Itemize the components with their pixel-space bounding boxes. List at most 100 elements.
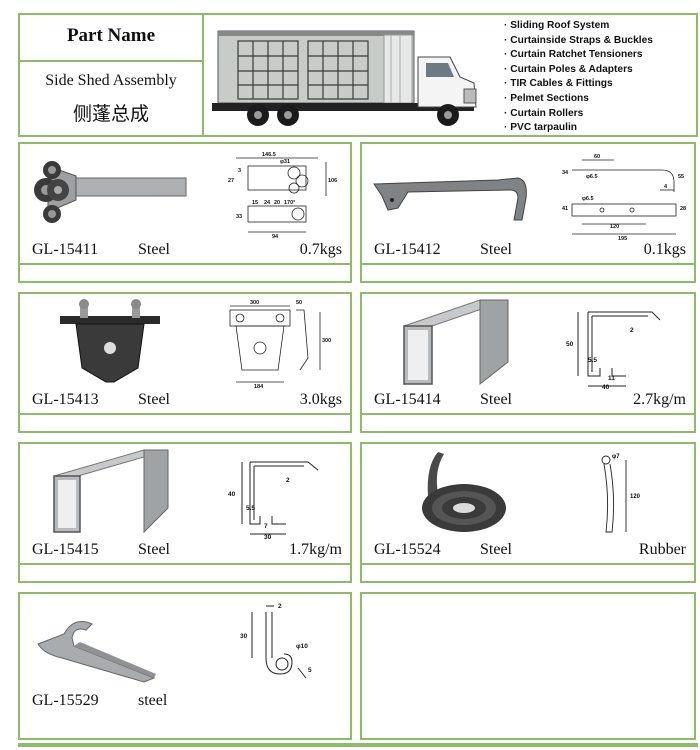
dim-label: 30 xyxy=(264,534,272,540)
part-card-gl-15413: 300 50 300 184 GL-15413 Steel 3.0kgs xyxy=(18,292,352,433)
part-label-row: GL-15412 Steel 0.1kgs xyxy=(362,241,694,263)
part-card-gl-15524: φ7 120 GL-15524 Steel Rubber xyxy=(360,442,696,583)
part-code: GL-15524 xyxy=(374,541,441,558)
part-code: GL-15415 xyxy=(32,541,99,558)
card-divider xyxy=(20,563,350,565)
card-divider xyxy=(20,413,350,415)
part-weight: Rubber xyxy=(638,541,686,558)
part-label-row: GL-15411 Steel 0.7kgs xyxy=(20,241,350,263)
part-name-title: Part Name xyxy=(66,25,156,46)
dim-label: 120 xyxy=(610,224,619,230)
part-card-gl-15414: 50 2 5.5 11 40 GL-15414 Steel 2.7kg/m xyxy=(360,292,696,433)
dim-label: 5.5 xyxy=(588,357,597,364)
dim-label: 15 xyxy=(252,200,258,206)
feature-item: Curtain Ratchet Tensioners xyxy=(504,48,653,63)
dim-label: 24 xyxy=(264,200,271,206)
part-code: GL-15414 xyxy=(374,391,441,408)
feature-item: TIR Cables & Fittings xyxy=(504,77,653,92)
feature-item: Curtain Rollers xyxy=(504,107,653,122)
part-material: Steel xyxy=(480,391,512,408)
dim-label: 33 xyxy=(236,214,242,220)
gl-15411-technical-drawing: 146.5 φ31 3 27 106 15 24 20 170° 33 94 xyxy=(228,152,337,240)
part-card-gl-15529: 2 30 φ10 5 GL-15529 steel xyxy=(18,592,352,740)
hook-rail-profile-photo xyxy=(37,621,156,683)
dim-label: 170° xyxy=(284,200,295,206)
dim-label: 34 xyxy=(562,170,569,176)
card-divider xyxy=(362,263,694,265)
dim-label: 106 xyxy=(328,178,337,184)
card-divider xyxy=(362,563,694,565)
card-divider xyxy=(20,263,350,265)
dim-label: 50 xyxy=(296,300,302,306)
part-weight: 3.0kgs xyxy=(299,391,342,408)
dim-label: 41 xyxy=(562,206,568,212)
dim-label: 60 xyxy=(594,154,600,160)
dim-label: 40 xyxy=(228,491,236,498)
dim-label: 20 xyxy=(274,200,280,206)
part-code: GL-15529 xyxy=(32,692,99,709)
feature-list: Sliding Roof System Curtainside Straps &… xyxy=(504,19,653,136)
dim-label: φ7 xyxy=(612,454,620,460)
dim-label: 120 xyxy=(630,494,641,500)
dim-label: 40 xyxy=(602,384,610,390)
part-weight: 2.7kg/m xyxy=(633,391,686,408)
channel-profile-50-photo xyxy=(403,299,509,386)
dim-label: 7 xyxy=(264,523,268,530)
dim-label: 55 xyxy=(678,174,684,180)
dim-label: 3 xyxy=(238,168,241,174)
header-panel: Part Name Side Shed Assembly 侧蓬总成 xyxy=(18,13,698,137)
part-label-row: GL-15524 Steel Rubber xyxy=(362,541,694,563)
dim-label: 300 xyxy=(322,338,331,344)
dim-label: φ6.5 xyxy=(582,196,594,202)
dim-label: 2 xyxy=(286,477,290,484)
part-code: GL-15412 xyxy=(374,241,441,258)
assembly-name-chinese: 侧蓬总成 xyxy=(72,103,149,125)
dim-label: 2 xyxy=(278,603,282,610)
dim-label: φ6.5 xyxy=(586,174,598,180)
footer-rule xyxy=(18,743,698,747)
part-weight: 0.1kgs xyxy=(643,241,686,258)
part-material: Steel xyxy=(480,541,512,558)
part-weight: 1.7kg/m xyxy=(289,541,342,558)
part-name-box: Part Name Side Shed Assembly 侧蓬总成 xyxy=(20,15,202,135)
hinge-bracket-photo xyxy=(34,161,187,223)
dim-label: 195 xyxy=(618,236,627,240)
dim-label: 146.5 xyxy=(262,152,276,158)
part-card-gl-15415: 40 2 5.5 7 30 GL-15415 Steel 1.7kg/m xyxy=(18,442,352,583)
gl-15529-technical-drawing: 2 30 φ10 5 xyxy=(240,603,312,679)
roller-plate-photo xyxy=(60,299,160,383)
part-material: Steel xyxy=(138,241,170,258)
dim-label: 184 xyxy=(254,384,264,390)
part-material: Steel xyxy=(138,391,170,408)
part-name-divider xyxy=(20,60,202,62)
rubber-strip-roll-photo xyxy=(422,452,506,532)
gl-15412-technical-drawing: 60 34 55 φ6.5 4 φ6.5 41 28 120 195 xyxy=(562,154,686,240)
empty-part-card xyxy=(360,592,696,740)
dim-label: 28 xyxy=(680,206,686,212)
feature-item: PVC tarpaulin xyxy=(504,121,653,136)
assembly-name-english: Side Shed Assembly xyxy=(45,72,177,89)
feature-item: Sliding Roof System xyxy=(504,19,653,34)
part-card-gl-15411: 146.5 φ31 3 27 106 15 24 20 170° 33 94 G… xyxy=(18,142,352,283)
header-divider xyxy=(202,15,204,135)
feature-item: Pelmet Sections xyxy=(504,92,653,107)
gl-15414-technical-drawing: 50 2 5.5 11 40 xyxy=(566,311,661,390)
part-code: GL-15411 xyxy=(32,241,99,258)
gl-15413-technical-drawing: 300 50 300 184 xyxy=(229,300,331,390)
dim-label: φ10 xyxy=(296,643,308,650)
gl-15524-technical-drawing: φ7 120 xyxy=(601,454,641,533)
part-card-gl-15412: 60 34 55 φ6.5 4 φ6.5 41 28 120 195 GL-15… xyxy=(360,142,696,283)
card-divider xyxy=(362,413,694,415)
dim-label: 5.5 xyxy=(246,505,255,512)
dim-label: 94 xyxy=(272,234,279,240)
gl-15415-technical-drawing: 40 2 5.5 7 30 xyxy=(228,461,319,540)
part-label-row: GL-15414 Steel 2.7kg/m xyxy=(362,391,694,413)
dim-label: 27 xyxy=(228,178,234,184)
part-weight: 0.7kgs xyxy=(299,241,342,258)
dim-label: 2 xyxy=(630,327,634,334)
part-material: steel xyxy=(138,692,168,709)
dim-label: 4 xyxy=(664,184,668,190)
part-label-row: GL-15529 steel xyxy=(20,692,350,714)
part-material: Steel xyxy=(480,241,512,258)
curtainside-truck-image xyxy=(212,23,482,131)
